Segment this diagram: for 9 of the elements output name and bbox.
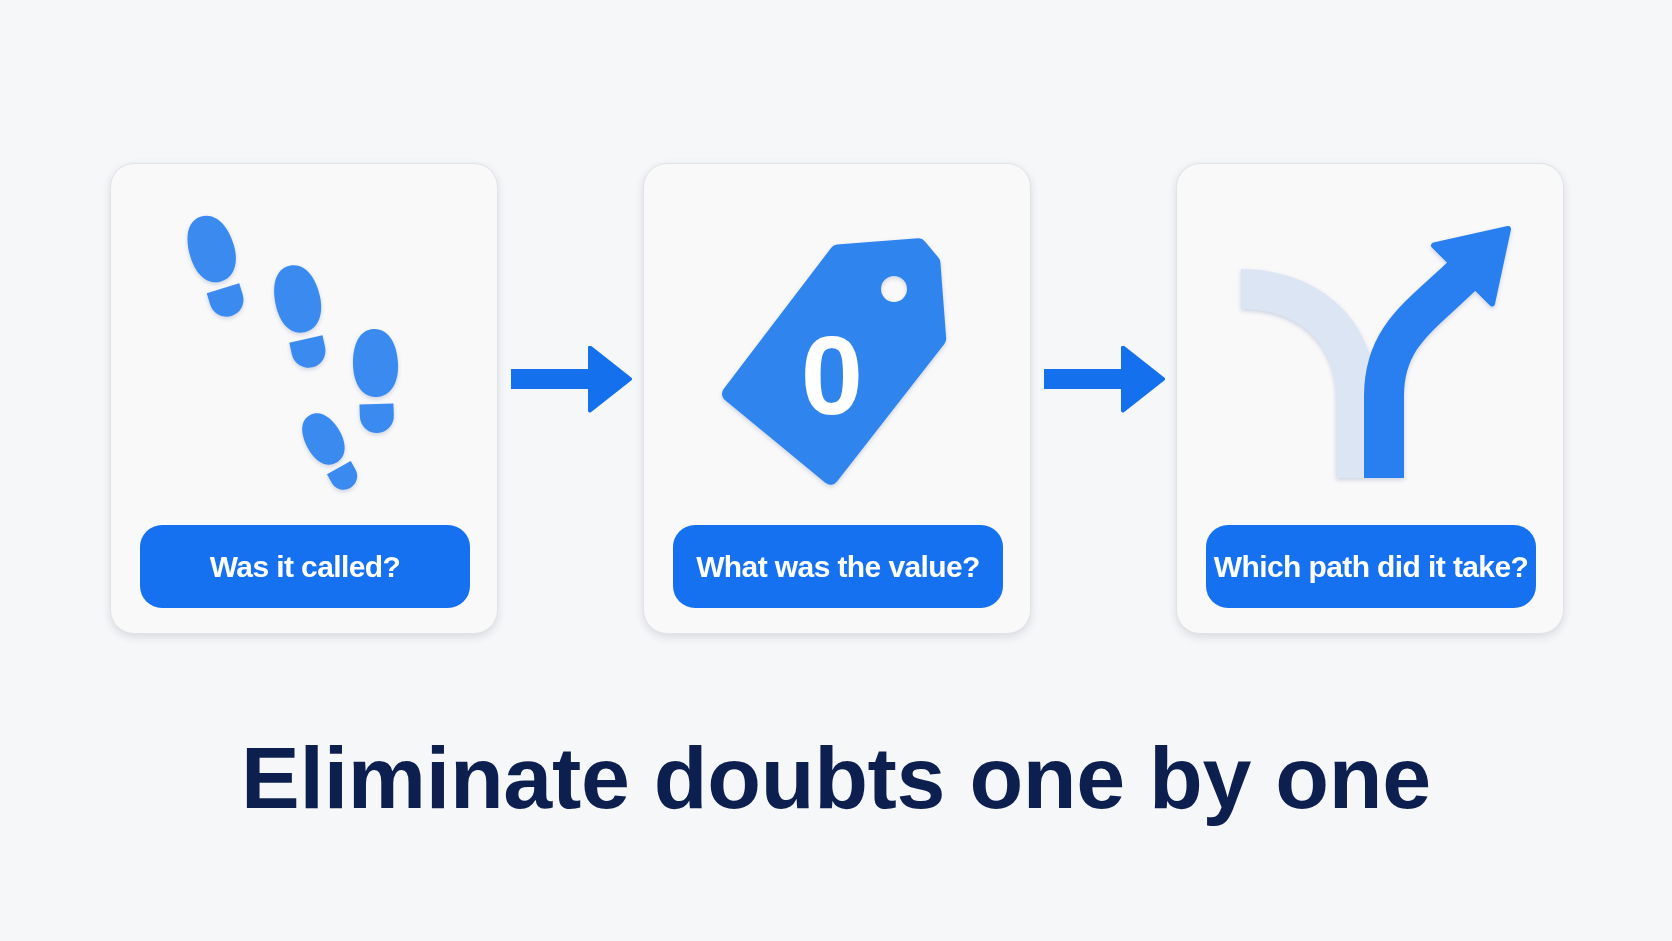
step-card: [110, 163, 498, 634]
tag-value: 0: [799, 320, 865, 432]
arrow: [511, 345, 632, 413]
arrow: [1044, 345, 1165, 413]
question-label: Was it called?: [140, 525, 470, 608]
question-label: What was the value?: [673, 525, 1003, 608]
step-card: [643, 163, 1031, 634]
question-label: Which path did it take?: [1206, 525, 1536, 608]
step-card: [1176, 163, 1564, 634]
